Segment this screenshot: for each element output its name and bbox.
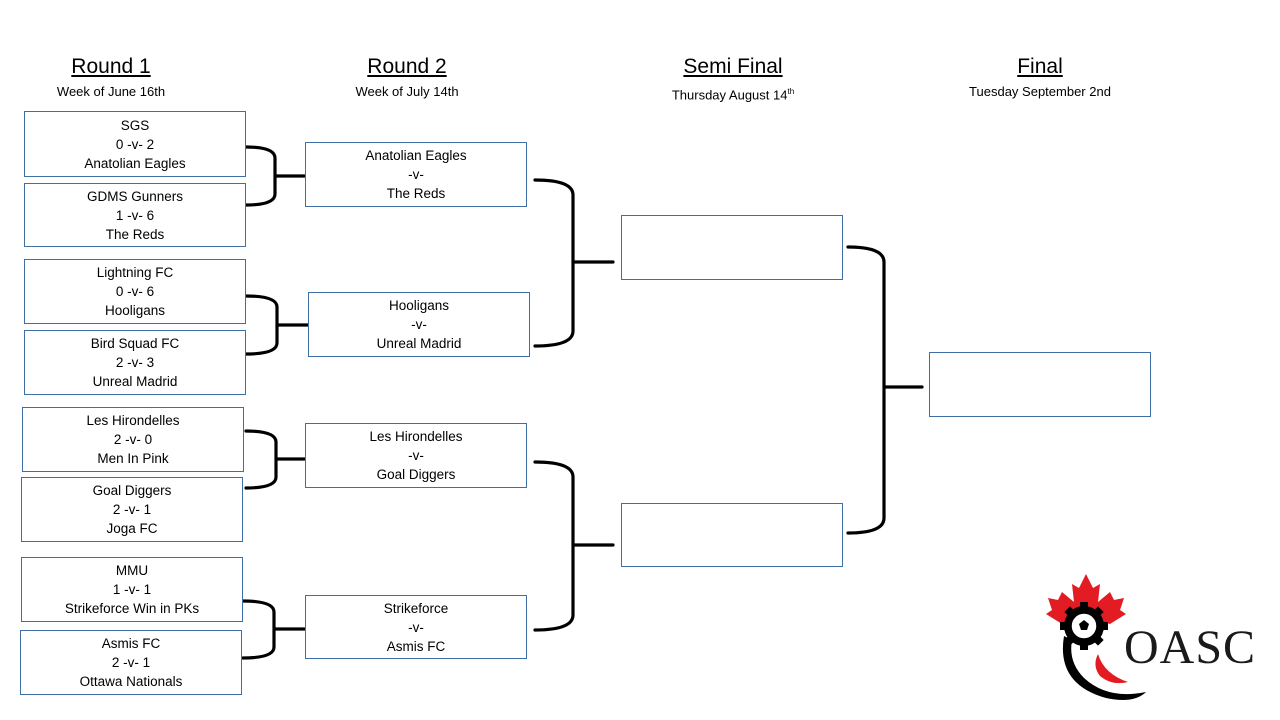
- round1-match-1: SGS 0 -v- 2 Anatolian Eagles: [24, 111, 246, 177]
- team-home: Asmis FC: [101, 636, 161, 651]
- team-away: Goal Diggers: [376, 467, 456, 482]
- match-vs: -v-: [411, 317, 427, 332]
- maple-leaf-soccer-gear-icon: [1046, 574, 1146, 700]
- team-away: The Reds: [105, 226, 165, 242]
- semifinal-match-2: [621, 503, 843, 567]
- round1-heading: Round 1 Week of June 16th: [0, 54, 241, 101]
- match-score: 2 -v- 1: [111, 655, 151, 670]
- match-score: 2 -v- 1: [112, 502, 152, 517]
- round2-match-4: Strikeforce -v- Asmis FC: [305, 595, 527, 659]
- team-away: Anatolian Eagles: [84, 155, 186, 171]
- round2-match-3: Les Hirondelles -v- Goal Diggers: [305, 423, 527, 488]
- round1-match-8: Asmis FC 2 -v- 1 Ottawa Nationals: [20, 630, 242, 695]
- bracket-connector: [533, 460, 615, 632]
- team-away: Men In Pink: [97, 451, 169, 466]
- team-home: Anatolian Eagles: [365, 148, 467, 163]
- team-home: MMU: [115, 563, 149, 578]
- round-title: Semi Final: [683, 55, 783, 78]
- team-away: Strikeforce Win in PKs: [64, 601, 200, 616]
- team-home: Hooligans: [388, 298, 450, 313]
- team-away: Asmis FC: [386, 638, 446, 654]
- team-home: GDMS Gunners: [86, 188, 184, 204]
- team-away: Unreal Madrid: [376, 336, 462, 351]
- match-score: 0 -v- 2: [115, 136, 155, 152]
- bracket-connector: [244, 294, 310, 356]
- team-away: Unreal Madrid: [92, 374, 178, 389]
- round1-match-6: Goal Diggers 2 -v- 1 Joga FC: [21, 477, 243, 542]
- team-away: The Reds: [386, 186, 446, 201]
- match-score: 1 -v- 1: [112, 582, 152, 597]
- round2-match-2: Hooligans -v- Unreal Madrid: [308, 292, 530, 357]
- team-home: Lightning FC: [96, 265, 174, 280]
- logo-wordmark: OASC: [1124, 621, 1257, 674]
- team-home: Les Hirondelles: [86, 413, 180, 428]
- bracket-connector: [244, 145, 307, 207]
- match-score: 2 -v- 3: [115, 355, 155, 370]
- final-match: [929, 352, 1151, 417]
- round-date: Week of June 16th: [56, 84, 166, 99]
- semifinal-match-1: [621, 215, 843, 280]
- bracket-connector: [244, 429, 307, 490]
- round1-match-4: Bird Squad FC 2 -v- 3 Unreal Madrid: [24, 330, 246, 395]
- team-home: Strikeforce: [383, 600, 449, 616]
- match-vs: -v-: [408, 448, 424, 463]
- round1-match-2: GDMS Gunners 1 -v- 6 The Reds: [24, 183, 246, 247]
- final-heading: Final Tuesday September 2nd: [910, 54, 1170, 101]
- bracket-connector: [533, 178, 615, 348]
- round1-match-7: MMU 1 -v- 1 Strikeforce Win in PKs: [21, 557, 243, 622]
- semifinal-heading: Semi Final Thursday August 14th: [603, 54, 863, 104]
- team-away: Joga FC: [106, 521, 158, 536]
- bracket-connector: [846, 245, 924, 535]
- round-date: Week of July 14th: [355, 84, 459, 99]
- team-home: Goal Diggers: [92, 483, 172, 498]
- team-home: Les Hirondelles: [369, 429, 463, 444]
- team-away: Hooligans: [104, 303, 166, 318]
- team-home: Bird Squad FC: [90, 336, 180, 351]
- match-score: 2 -v- 0: [113, 432, 153, 447]
- round-date: Tuesday September 2nd: [969, 84, 1111, 99]
- round1-match-3: Lightning FC 0 -v- 6 Hooligans: [24, 259, 246, 324]
- round1-match-5: Les Hirondelles 2 -v- 0 Men In Pink: [22, 407, 244, 472]
- bracket-connector: [241, 599, 307, 660]
- round-title: Round 2: [367, 55, 447, 78]
- match-score: 1 -v- 6: [115, 207, 155, 223]
- match-score: 0 -v- 6: [115, 284, 155, 299]
- round-date: Thursday August 14th: [671, 87, 795, 103]
- team-away: Ottawa Nationals: [79, 674, 183, 689]
- round2-heading: Round 2 Week of July 14th: [277, 54, 537, 101]
- match-vs: -v-: [408, 619, 424, 635]
- round2-match-1: Anatolian Eagles -v- The Reds: [305, 142, 527, 207]
- match-vs: -v-: [408, 167, 424, 182]
- round-title: Final: [1017, 55, 1063, 78]
- round-title: Round 1: [71, 55, 151, 78]
- team-home: SGS: [120, 117, 150, 133]
